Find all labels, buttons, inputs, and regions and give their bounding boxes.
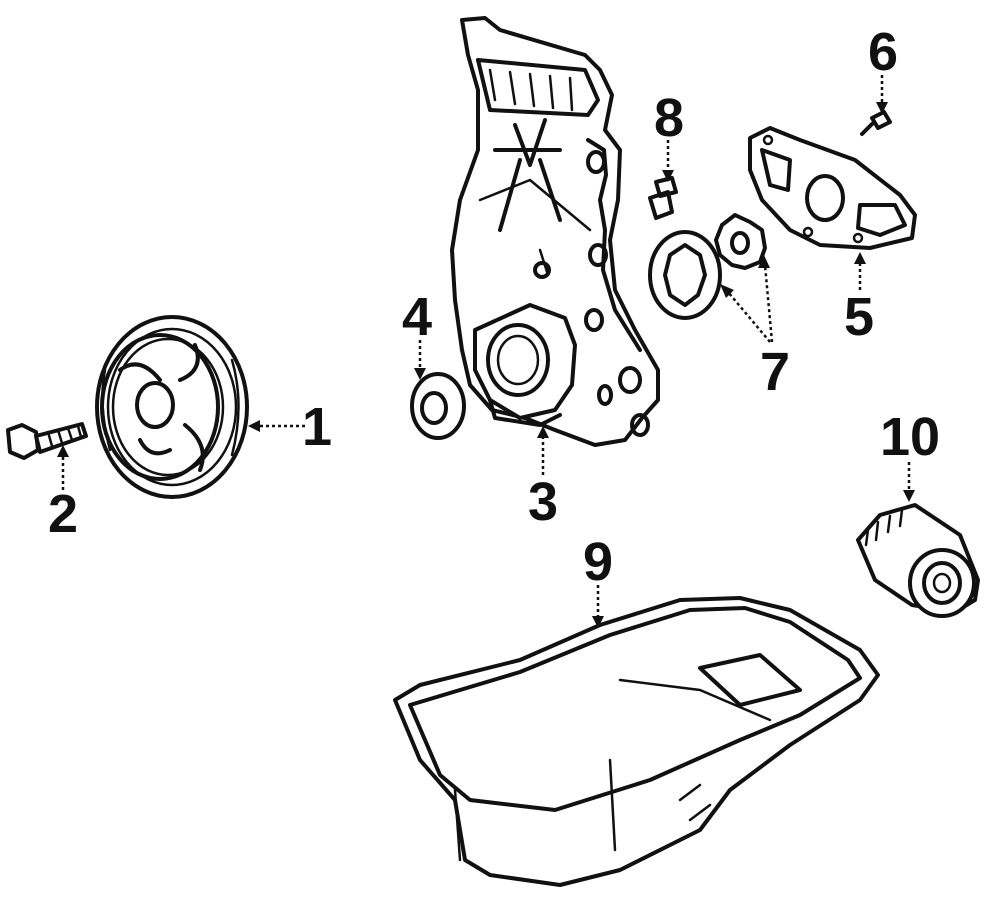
- crankshaft-pulley: [95, 315, 249, 499]
- callout-1: 1: [302, 397, 332, 457]
- oil-pan: [393, 596, 880, 887]
- callout-9: 9: [583, 532, 613, 592]
- leader-lines: [57, 75, 915, 628]
- callout-8: 8: [654, 88, 684, 148]
- callout-7: 7: [760, 342, 790, 402]
- outer-rotor: [648, 230, 722, 320]
- callout-6: 6: [868, 22, 898, 82]
- inner-rotor: [714, 213, 767, 270]
- timing-cover: [450, 16, 660, 447]
- pump-cover-plate: [748, 126, 917, 250]
- relief-valve: [648, 176, 678, 220]
- callout-2: 2: [48, 484, 78, 544]
- callout-4: 4: [402, 287, 432, 347]
- callout-5: 5: [844, 287, 874, 347]
- callout-labels: 1 2 3 4 5 6 7 8 9 10: [48, 22, 940, 592]
- callout-10: 10: [880, 407, 940, 467]
- callout-3: 3: [528, 472, 558, 532]
- pulley-bolt: [6, 422, 88, 460]
- cover-screw: [860, 110, 892, 136]
- front-seal: [410, 372, 466, 440]
- oil-filter: [856, 503, 980, 618]
